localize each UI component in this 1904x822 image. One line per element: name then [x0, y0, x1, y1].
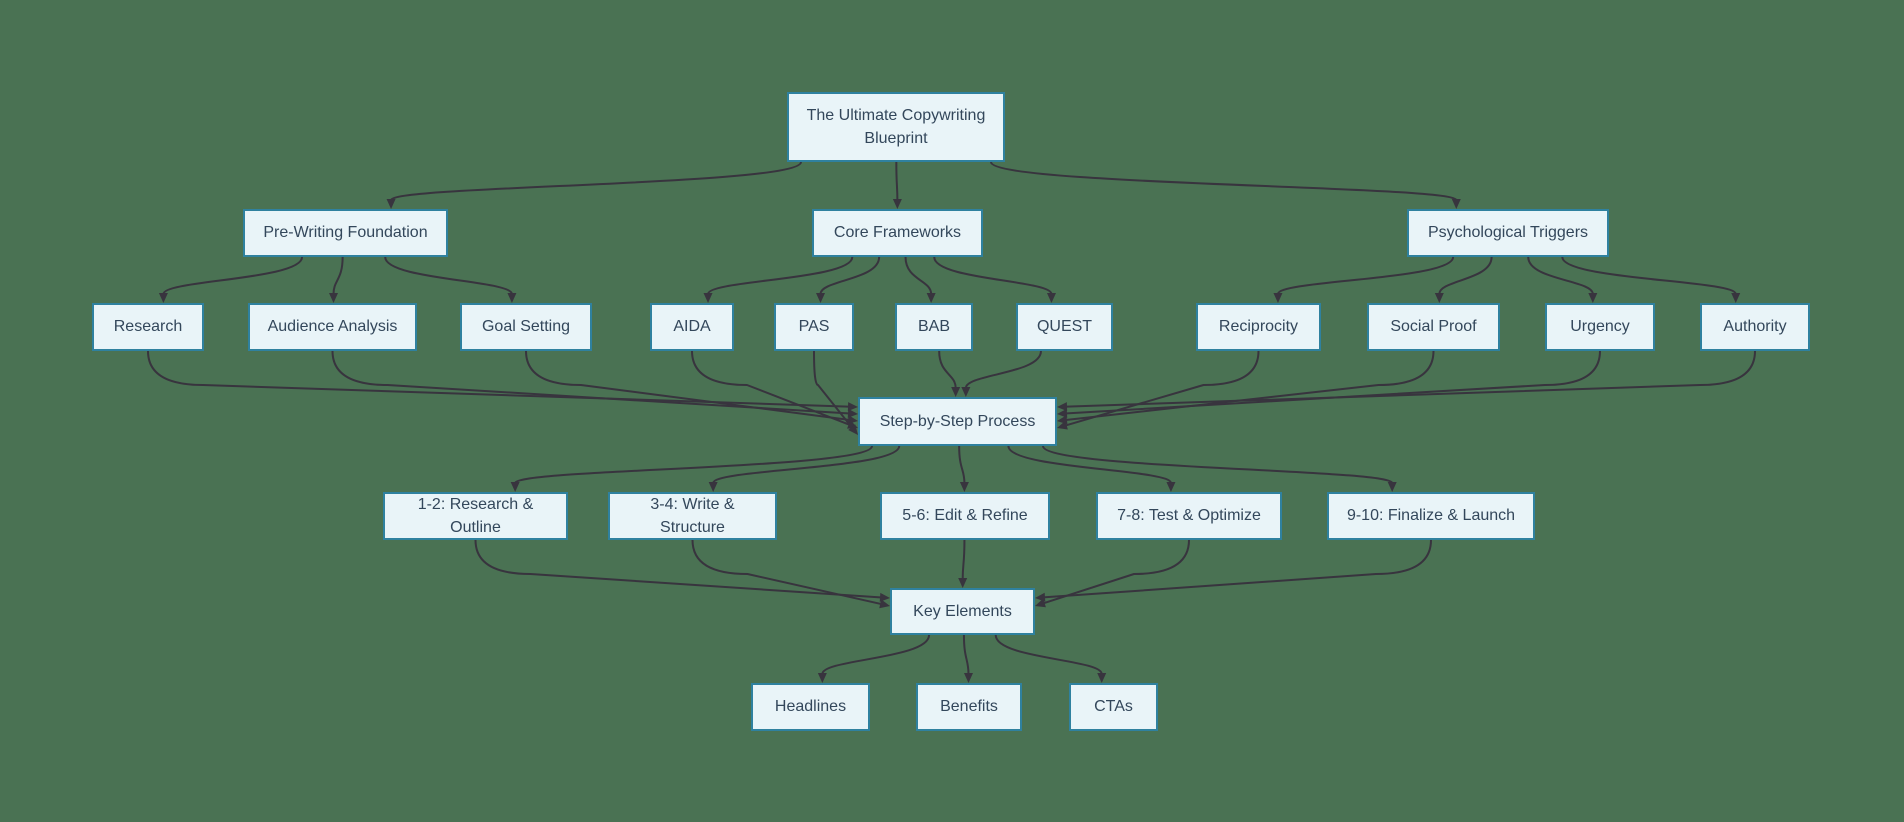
node-pas: PAS	[774, 303, 854, 351]
node-p34: 3-4: Write & Structure	[608, 492, 777, 540]
arrowhead	[1097, 673, 1107, 683]
edge-path	[1043, 539, 1190, 604]
arrowhead	[959, 482, 969, 492]
arrowhead	[1588, 293, 1598, 303]
arrowhead	[816, 293, 826, 303]
arrowhead	[1434, 293, 1444, 303]
node-pre: Pre-Writing Foundation	[243, 209, 448, 257]
arrowhead	[926, 293, 936, 303]
arrowhead	[329, 293, 339, 303]
node-p910: 9-10: Finalize & Launch	[1327, 492, 1535, 540]
node-p12: 1-2: Research & Outline	[383, 492, 568, 540]
edge-path	[1043, 539, 1432, 599]
arrowhead	[1273, 293, 1283, 303]
node-core: Core Frameworks	[812, 209, 983, 257]
arrowhead	[958, 578, 968, 588]
arrowhead	[708, 482, 718, 492]
edge-path	[1065, 350, 1435, 421]
node-social: Social Proof	[1367, 303, 1500, 351]
arrowhead	[703, 293, 713, 303]
arrowhead	[951, 387, 961, 397]
edge-path	[525, 350, 850, 421]
node-authority: Authority	[1700, 303, 1810, 351]
arrowhead	[1451, 199, 1461, 209]
arrowhead	[963, 673, 973, 683]
edge-path	[1276, 256, 1455, 295]
edge-path	[514, 445, 873, 484]
node-p56: 5-6: Edit & Refine	[880, 492, 1050, 540]
edge-path	[1438, 256, 1493, 295]
node-p78: 7-8: Test & Optimize	[1096, 492, 1282, 540]
edge-path	[1065, 350, 1756, 408]
edge-path	[961, 539, 966, 580]
node-step: Step-by-Step Process	[858, 397, 1057, 446]
edge-path	[691, 539, 882, 605]
arrowhead	[158, 293, 168, 303]
edge-path	[331, 350, 850, 415]
edge-path	[933, 256, 1053, 295]
node-benefits: Benefits	[916, 683, 1022, 731]
edge-path	[994, 634, 1103, 675]
arrowhead	[892, 199, 902, 209]
arrowhead	[1166, 482, 1176, 492]
arrowhead	[1387, 482, 1397, 492]
edge-path	[904, 256, 933, 295]
edge-path	[962, 634, 970, 675]
arrowhead	[961, 387, 971, 397]
edge-path	[474, 539, 882, 599]
edge-path	[384, 256, 513, 295]
edge-path	[1042, 445, 1394, 484]
edge-path	[1561, 256, 1737, 295]
edge-path	[390, 161, 802, 201]
arrowhead	[848, 424, 858, 435]
edge-path	[958, 445, 966, 484]
arrowhead	[1035, 592, 1046, 602]
node-urgency: Urgency	[1545, 303, 1655, 351]
node-aida: AIDA	[650, 303, 734, 351]
node-headlines: Headlines	[751, 683, 870, 731]
edge-path	[1065, 350, 1260, 427]
arrowhead	[1057, 415, 1068, 425]
arrowhead	[817, 673, 827, 683]
edge-path	[938, 350, 957, 389]
node-quest: QUEST	[1016, 303, 1113, 351]
arrowhead	[1057, 408, 1068, 418]
edge-path	[707, 256, 854, 295]
edge-path	[1527, 256, 1594, 295]
edge-path	[895, 161, 899, 201]
node-audience: Audience Analysis	[248, 303, 417, 351]
edge-path	[1007, 445, 1172, 484]
edge-path	[819, 256, 881, 295]
edge-path	[332, 256, 344, 295]
edge-path	[990, 161, 1458, 201]
node-psych: Psychological Triggers	[1407, 209, 1609, 257]
arrowhead	[510, 482, 520, 492]
arrowhead	[1731, 293, 1741, 303]
edge-path	[712, 445, 901, 484]
edge-path	[691, 350, 850, 426]
arrowhead	[507, 293, 517, 303]
node-reciprocity: Reciprocity	[1196, 303, 1321, 351]
edge-path	[813, 350, 853, 429]
arrowhead	[386, 199, 396, 209]
node-root: The Ultimate Copywriting Blueprint	[787, 92, 1005, 162]
arrowhead	[847, 402, 858, 412]
node-key: Key Elements	[890, 588, 1035, 635]
edge-path	[147, 350, 850, 408]
edge-path	[964, 350, 1042, 389]
edge-path	[821, 634, 931, 675]
node-research: Research	[92, 303, 204, 351]
arrowhead	[879, 599, 890, 609]
edge-path	[162, 256, 304, 295]
node-bab: BAB	[895, 303, 973, 351]
arrowhead	[847, 408, 858, 418]
arrowhead	[1046, 293, 1056, 303]
arrowhead	[879, 592, 890, 602]
node-goal: Goal Setting	[460, 303, 592, 351]
edge-path	[1065, 350, 1601, 415]
node-ctas: CTAs	[1069, 683, 1158, 731]
arrowhead	[1057, 402, 1068, 412]
